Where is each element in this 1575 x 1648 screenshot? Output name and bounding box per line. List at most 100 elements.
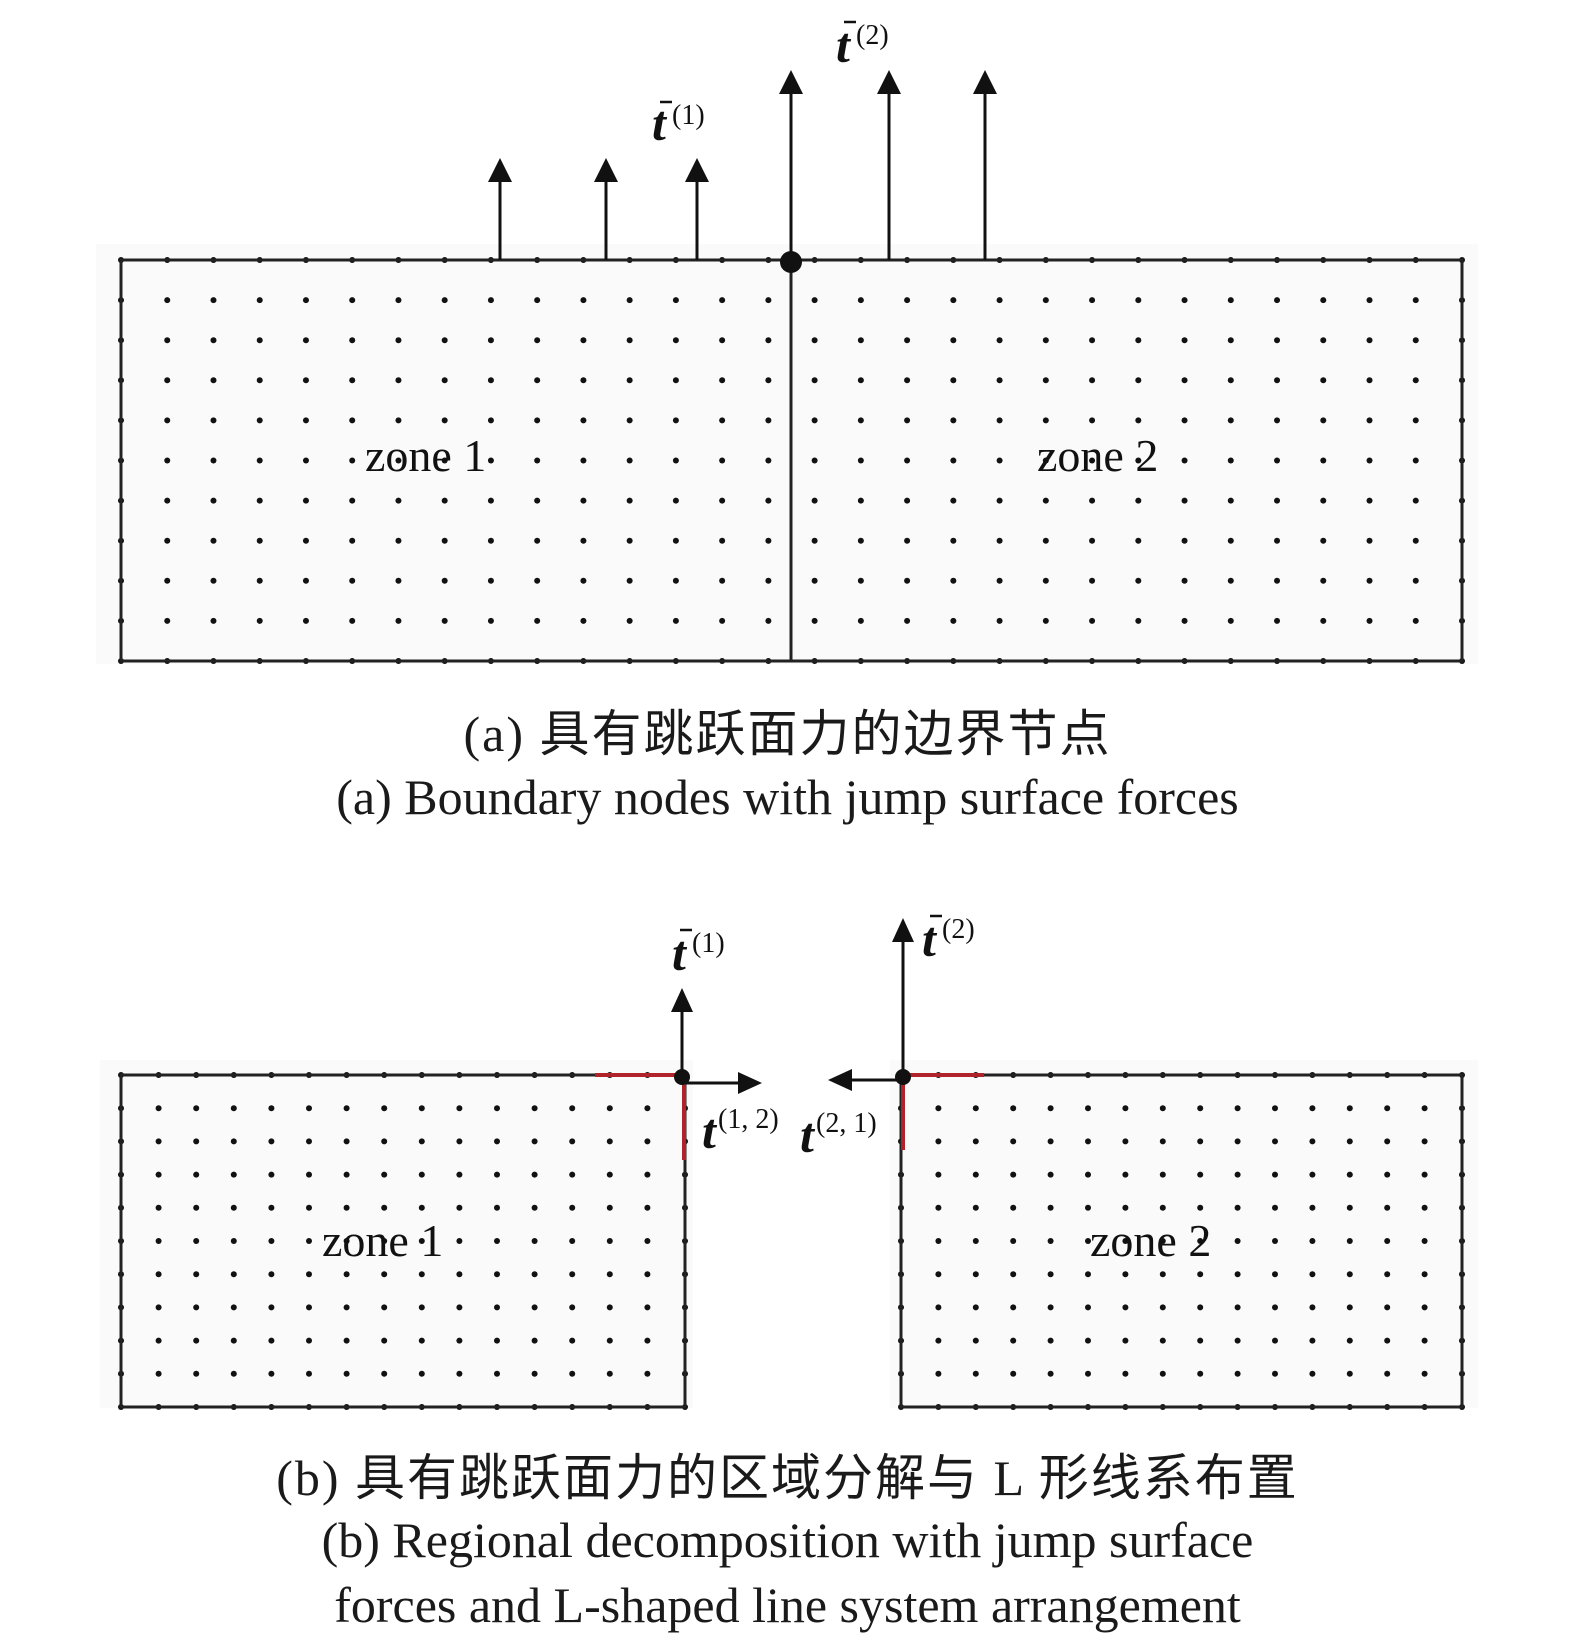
grid-node: [1010, 1370, 1017, 1377]
grid-node: [1047, 1138, 1054, 1145]
grid-node: [1366, 537, 1373, 544]
grid-node: [765, 577, 772, 584]
grid-node: [1089, 377, 1096, 384]
force-symbol: t: [672, 925, 688, 981]
grid-node: [155, 1138, 162, 1145]
grid-node: [1085, 1370, 1091, 1377]
grid-node: [1047, 1238, 1054, 1244]
grid-node: [1274, 297, 1281, 304]
grid-node: [1320, 337, 1327, 344]
grid-node: [1159, 1271, 1166, 1278]
grid-node: [1346, 1271, 1353, 1278]
grid-node: [349, 337, 356, 344]
grid-node: [193, 1238, 200, 1244]
grid-node: [719, 577, 726, 584]
grid-node: [580, 297, 587, 304]
grid-node: [1047, 1271, 1054, 1278]
grid-node: [494, 1271, 500, 1278]
grid-node: [1197, 1337, 1204, 1344]
grid-node: [193, 1138, 200, 1145]
grid-node: [155, 1238, 162, 1244]
grid-node: [1122, 1271, 1129, 1278]
force-symbol: t: [922, 911, 938, 967]
grid-node: [935, 1304, 942, 1311]
grid-node: [1309, 1138, 1316, 1145]
grid-node: [904, 337, 911, 344]
grid-node: [494, 1171, 500, 1178]
grid-node: [381, 1171, 388, 1178]
grid-node: [1122, 1105, 1129, 1112]
grid-node: [972, 1138, 979, 1145]
grid-node: [531, 1304, 538, 1311]
grid-node: [935, 1105, 942, 1112]
grid-node: [1234, 1138, 1241, 1145]
grid-node: [1346, 1370, 1353, 1377]
grid-node: [1047, 1171, 1054, 1178]
grid-node: [1412, 457, 1419, 464]
grid-node: [531, 1138, 538, 1145]
grid-node: [811, 577, 818, 584]
grid-node: [1421, 1204, 1428, 1211]
grid-node: [1234, 1238, 1241, 1244]
grid-node: [1412, 337, 1419, 344]
grid-node: [306, 1370, 312, 1377]
grid-node: [1197, 1238, 1204, 1244]
grid-node: [193, 1304, 200, 1311]
grid-node: [256, 337, 263, 344]
grid-node: [950, 577, 957, 584]
grid-node: [857, 417, 864, 424]
grid-node: [441, 337, 448, 344]
grid-node: [1384, 1204, 1391, 1211]
grid-node: [531, 1337, 538, 1344]
grid-node: [1122, 1337, 1129, 1344]
grid-node: [1234, 1105, 1241, 1112]
grid-node: [418, 1204, 425, 1211]
grid-node: [1274, 417, 1281, 424]
grid-node: [1234, 1304, 1241, 1311]
grid-node: [193, 1105, 200, 1112]
grid-node: [155, 1337, 162, 1344]
grid-node: [1197, 1304, 1204, 1311]
grid-node: [1421, 1370, 1428, 1377]
grid-node: [1089, 297, 1096, 304]
grid-node: [1197, 1370, 1204, 1377]
grid-node: [1412, 297, 1419, 304]
grid-node: [1320, 577, 1327, 584]
grid-node: [1272, 1171, 1278, 1178]
grid-node: [857, 537, 864, 544]
panel-a: zone 1 zone 2 t (1) t (2): [96, 17, 1478, 664]
caption-b-english-line1: (b) Regional decomposition with jump sur…: [321, 1512, 1254, 1568]
grid-node: [381, 1370, 388, 1377]
grid-node: [765, 297, 772, 304]
grid-node: [1384, 1105, 1391, 1112]
grid-node: [343, 1337, 350, 1344]
grid-node: [418, 1337, 425, 1344]
grid-node: [1181, 377, 1188, 384]
grid-node: [672, 337, 679, 344]
grid-node: [811, 617, 818, 624]
grid-node: [1346, 1204, 1353, 1211]
grid-node: [765, 497, 772, 504]
grid-node: [381, 1271, 388, 1278]
grid-node: [996, 377, 1003, 384]
caption-b-english-line2: forces and L-shaped line system arrangem…: [334, 1577, 1241, 1633]
grid-node: [626, 577, 633, 584]
grid-node: [580, 457, 587, 464]
grid-node: [456, 1337, 463, 1344]
grid-node: [1272, 1204, 1278, 1211]
grid-node: [1346, 1304, 1353, 1311]
panel-b-force-arrow-up-zone1: [671, 988, 693, 1077]
grid-node: [164, 457, 171, 464]
grid-node: [606, 1370, 613, 1377]
grid-node: [765, 617, 772, 624]
grid-node: [1135, 577, 1142, 584]
panel-a-interface-node: [780, 251, 802, 273]
grid-node: [256, 417, 263, 424]
panel-b-force-label-2: t (2): [922, 911, 975, 967]
grid-node: [1122, 1204, 1129, 1211]
grid-node: [395, 617, 402, 624]
grid-node: [306, 1105, 312, 1112]
grid-node: [606, 1238, 613, 1244]
grid-node: [343, 1105, 350, 1112]
grid-node: [1181, 337, 1188, 344]
